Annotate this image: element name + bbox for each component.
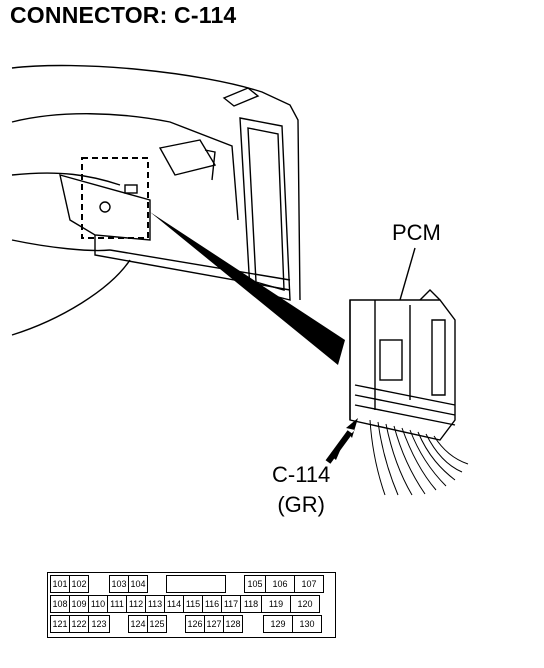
pin-cell: 123 [88,615,110,633]
glovebox-latch [204,149,216,181]
pin-cell: 105 [244,575,266,593]
pin-cell: 109 [69,595,89,613]
pin-gap [147,575,167,593]
pin-cell: 102 [69,575,89,593]
vent-top [222,87,260,107]
pin-cell: 113 [145,595,165,613]
pin-cell: 118 [240,595,262,613]
pin-cell: 104 [128,575,148,593]
pin-cell: 122 [69,615,89,633]
connector-label: C-114 (GR) [272,460,330,520]
pin-cell: 116 [202,595,222,613]
pin-row-2: 108 109 110 111 112 113 114 115 116 117 … [50,595,333,615]
side-panel [239,117,291,301]
pin-cell: 130 [292,615,322,633]
connector-arrow-shaft [325,430,353,464]
pin-gap [166,615,186,633]
pin-cell: 126 [185,615,205,633]
connector-pinout: 101 102 103 104 105 106 107 108 109 110 … [47,572,336,638]
pin-cell: 107 [294,575,324,593]
pin-gap [109,615,129,633]
pin-cell: 115 [183,595,203,613]
wire-harness [369,419,469,496]
callout-box [81,157,149,239]
pin-cell: 103 [109,575,129,593]
pin-cell: 129 [263,615,293,633]
pcm-label: PCM [392,220,441,245]
pcm-leader [399,247,416,301]
clip-rect [124,184,138,194]
pin-cell: 121 [50,615,70,633]
pin-cell: 127 [204,615,224,633]
connector-id: C-114 [272,462,331,487]
leader-wedge [150,212,345,365]
side-panel-inner [247,127,285,291]
pin-cell: 101 [50,575,70,593]
pin-cell: 117 [221,595,241,613]
pin-cell: 111 [107,595,127,613]
dash-inner-curve [11,239,111,252]
pin-row-1: 101 102 103 104 105 106 107 [50,575,333,595]
pin-gap [242,615,264,633]
dash-bottom-curve [11,259,131,336]
connector-bar [94,235,291,291]
pin-cell: 124 [128,615,148,633]
pin-cell: 114 [164,595,184,613]
pin-cell: 112 [126,595,146,613]
dash-top-edge [11,64,301,301]
pin-cell: 108 [50,595,70,613]
pin-cell: 120 [290,595,320,613]
glovebox-opening [158,139,217,176]
page-title: CONNECTOR: C-114 [10,2,237,28]
connector-bar-2 [109,249,291,281]
pin-gap [225,575,245,593]
pin-cell: 110 [88,595,108,613]
pin-cell: 106 [265,575,295,593]
pcm-module [349,289,456,441]
bolt-circle [99,201,111,213]
pin-gap [88,575,110,593]
pin-cell: 125 [147,615,167,633]
connector-color: (GR) [277,492,325,517]
dash-mid-edge [11,113,239,221]
dash-lower-edge [11,172,121,186]
pin-cell: 128 [223,615,243,633]
pin-row-3: 121 122 123 124 125 126 127 128 129 130 [50,615,333,635]
pin-cell: 119 [261,595,291,613]
pin-blank-block [166,575,226,593]
